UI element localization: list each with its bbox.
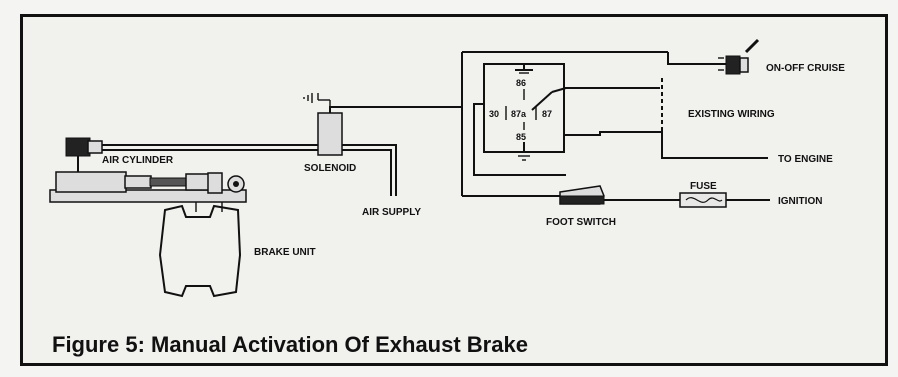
foot-switch: [559, 185, 605, 205]
solenoid-wire: [329, 106, 462, 113]
label-fuse: FUSE: [690, 181, 717, 192]
to-engine-wire: [563, 131, 768, 159]
solenoid: [303, 93, 343, 156]
label-on-off-cruise: ON-OFF CRUISE: [766, 63, 845, 74]
air-supply-line-2: [342, 149, 392, 196]
label-to-engine: TO ENGINE: [778, 154, 833, 165]
relay-pin-87a: 87a: [511, 109, 527, 119]
label-ignition: IGNITION: [778, 196, 822, 207]
label-air-supply: AIR SUPPLY: [362, 207, 421, 218]
figure-caption: Figure 5: Manual Activation Of Exhaust B…: [52, 332, 528, 357]
fuse: [679, 192, 727, 208]
relay-pin-85: 85: [516, 132, 526, 142]
label-solenoid: SOLENOID: [304, 163, 356, 174]
label-air-cylinder: AIR CYLINDER: [102, 155, 174, 166]
relay: [461, 51, 668, 196]
air-cylinder-assembly: [49, 137, 247, 212]
air-supply-line: [342, 144, 397, 196]
brake-unit-outline: [158, 204, 242, 298]
cruise-wire: [667, 52, 726, 65]
on-off-cruise-switch: [718, 38, 760, 75]
label-brake-unit: BRAKE UNIT: [254, 247, 316, 258]
relay-pin-87: 87: [542, 109, 552, 119]
label-existing-wiring: EXISTING WIRING: [688, 109, 775, 120]
relay-pin-30: 30: [489, 109, 499, 119]
label-foot-switch: FOOT SWITCH: [546, 217, 616, 228]
relay-pin-86: 86: [516, 78, 526, 88]
